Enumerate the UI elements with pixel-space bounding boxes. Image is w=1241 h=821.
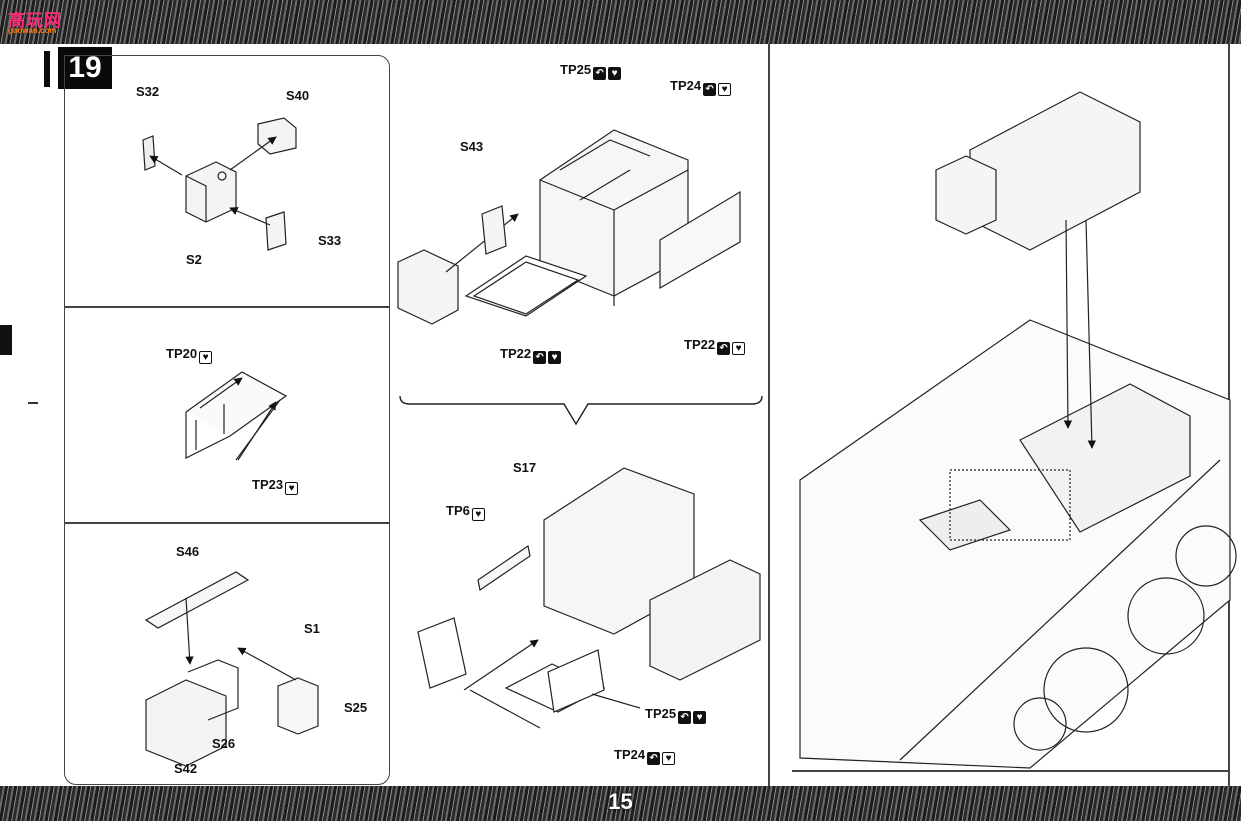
substep3-parts [144, 571, 319, 767]
glue-icon: ♥ [732, 342, 746, 355]
bend-icon: ↶ [533, 351, 547, 364]
arrow [229, 136, 277, 171]
watermark-text: 高玩网 [8, 11, 62, 31]
bend-icon: ↶ [647, 752, 661, 765]
step-badge-tick [44, 51, 50, 87]
label-tp20: TP20♥ [166, 346, 213, 364]
glue-icon: ♥ [608, 67, 622, 80]
glue-icon: ♥ [662, 752, 676, 765]
glue-icon: ♥ [548, 351, 562, 364]
glue-icon: ♥ [285, 482, 299, 495]
label-tp22-right: TP22↶♥ [684, 337, 746, 355]
view-bottom-line [792, 770, 1228, 772]
glue-icon: ♥ [693, 711, 707, 724]
label-tp20-text: TP20 [166, 346, 198, 361]
substep2-parts [185, 371, 288, 461]
panel-divider-1 [64, 306, 390, 308]
label-tp25-bottom-text: TP25 [645, 706, 677, 721]
label-tp24-bottom: TP24↶♥ [614, 747, 676, 765]
vehicle-hull-view [799, 91, 1237, 769]
label-s40: S40 [286, 88, 310, 103]
label-s32: S32 [136, 84, 160, 99]
bend-icon: ↶ [593, 67, 607, 80]
glue-icon: ♥ [718, 83, 732, 96]
bottom-scan-border [0, 786, 1241, 821]
label-tp25-top-text: TP25 [560, 62, 592, 77]
left-edge-mark [0, 325, 12, 355]
label-s1: S1 [304, 621, 320, 636]
top-scan-border [0, 0, 1241, 44]
substep1-parts [142, 117, 297, 251]
label-tp22-left-text: TP22 [500, 346, 532, 361]
bend-icon: ↶ [703, 83, 717, 96]
label-s17: S17 [513, 460, 537, 475]
label-tp22-left: TP22↶♥ [500, 346, 562, 364]
page-number: 15 [608, 789, 633, 814]
label-tp22-right-text: TP22 [684, 337, 716, 352]
brace [399, 395, 763, 426]
label-tp23-text: TP23 [252, 477, 284, 492]
label-tp24-top-text: TP24 [670, 78, 702, 93]
label-tp24-top: TP24↶♥ [670, 78, 732, 96]
center-divider [768, 44, 770, 786]
panel-divider-2 [64, 522, 390, 524]
label-s42: S42 [174, 761, 198, 776]
left-dash-mark [28, 402, 38, 404]
label-s26: S26 [212, 736, 236, 751]
label-s43: S43 [460, 139, 484, 154]
label-s46: S46 [176, 544, 200, 559]
glue-icon: ♥ [471, 508, 485, 521]
label-tp25-top: TP25↶♥ [560, 62, 622, 80]
label-tp6: TP6♥ [446, 503, 485, 521]
label-tp25-bottom: TP25↶♥ [645, 706, 707, 724]
label-tp23: TP23♥ [252, 477, 299, 495]
watermark-url: gaowan.com [8, 26, 57, 35]
watermark-logo: 高玩网 gaowan.com [6, 6, 70, 36]
left-substep-panel [64, 55, 390, 785]
label-s2: S2 [186, 252, 202, 267]
bend-icon: ↶ [678, 711, 692, 724]
glue-icon: ♥ [199, 351, 213, 364]
label-tp6-text: TP6 [446, 503, 470, 518]
label-s25: S25 [344, 700, 368, 715]
label-tp24-bottom-text: TP24 [614, 747, 646, 762]
label-s33: S33 [318, 233, 342, 248]
bend-icon: ↶ [717, 342, 731, 355]
center-bottom-assembly [417, 467, 761, 729]
center-top-assembly [397, 129, 741, 325]
